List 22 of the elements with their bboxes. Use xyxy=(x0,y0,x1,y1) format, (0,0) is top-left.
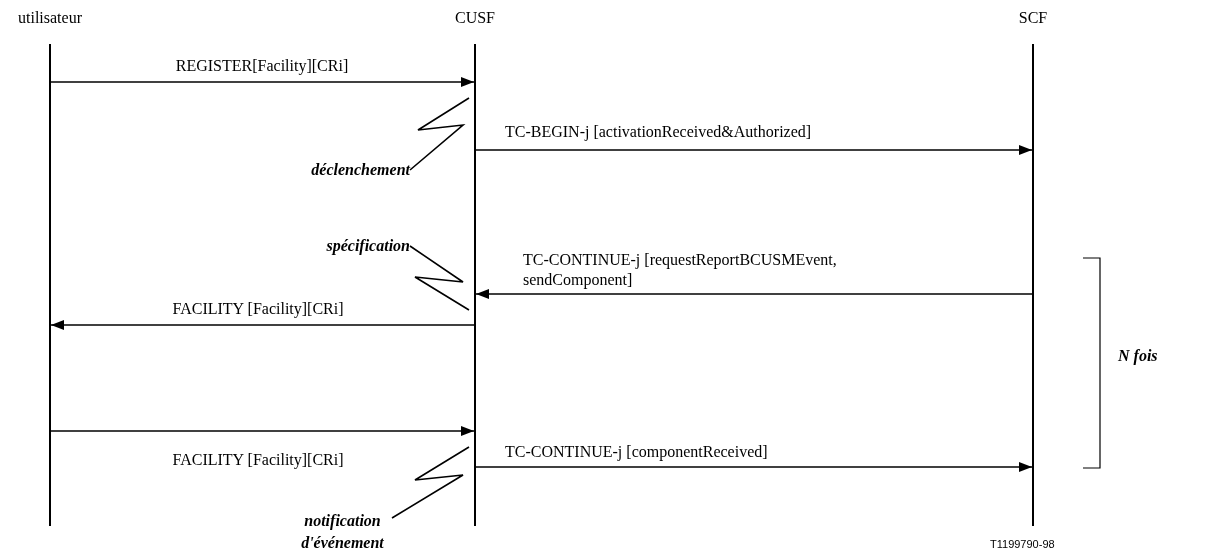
message-label: FACILITY [Facility][CRi] xyxy=(172,299,344,319)
annotation-text: spécification xyxy=(325,236,410,257)
lifeline-label: SCF xyxy=(1017,8,1049,28)
annotation-text: notification d'événement xyxy=(300,511,385,553)
message-arrow xyxy=(475,289,1033,299)
figure-code: T1199790-98 xyxy=(990,538,1055,550)
leader-zigzag xyxy=(409,97,470,171)
message-arrow xyxy=(475,145,1033,155)
annotation-text: déclenchement xyxy=(310,160,410,180)
message-label: TC-BEGIN-j [activationReceived&Authorized] xyxy=(505,122,812,142)
message-label: TC-CONTINUE-j [componentReceived] xyxy=(505,442,768,462)
message-arrow xyxy=(50,320,475,330)
leader-zigzag xyxy=(391,446,470,519)
message-arrow xyxy=(50,77,475,87)
message-arrow xyxy=(50,426,475,436)
message-label: FACILITY [Facility][CRi] xyxy=(172,450,344,470)
lifeline-label: utilisateur xyxy=(17,8,83,28)
repeat-label: N fois xyxy=(1118,346,1158,367)
lifeline-label: CUSF xyxy=(454,8,496,28)
message-label: REGISTER[Facility][CRi] xyxy=(175,56,349,76)
message-arrow xyxy=(475,462,1033,472)
leader-zigzag xyxy=(409,245,470,311)
